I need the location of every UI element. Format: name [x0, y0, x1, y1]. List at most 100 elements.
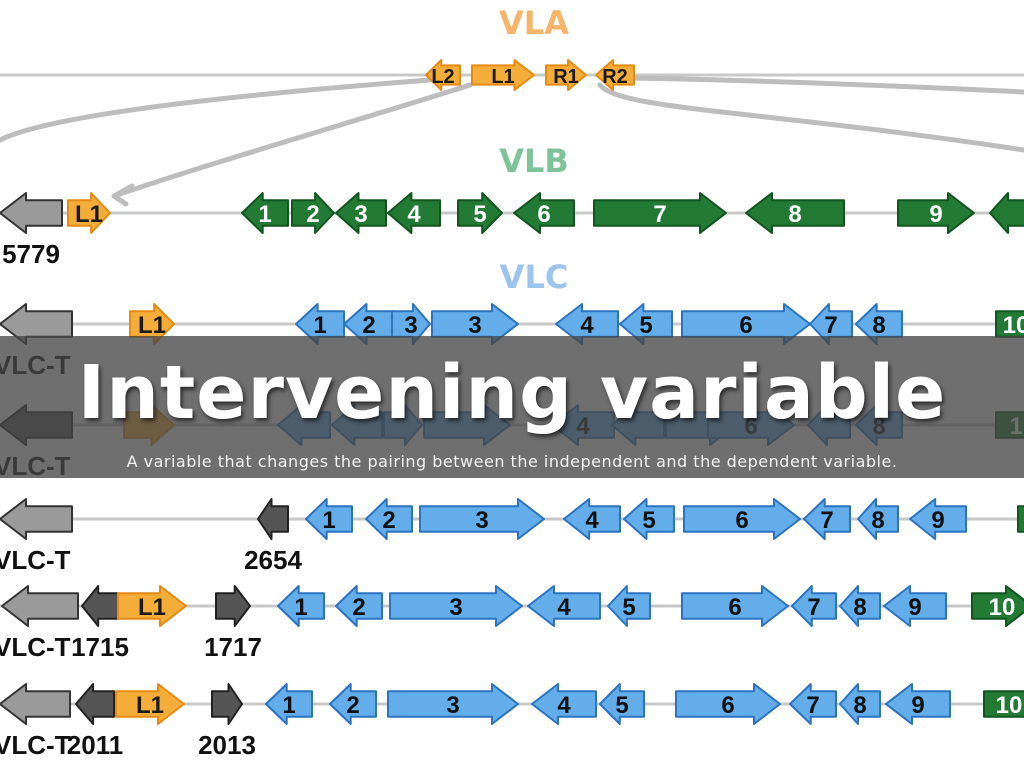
gene-arrow: [563, 498, 621, 540]
gene-arrow: [593, 192, 727, 234]
gene-label: 3: [354, 201, 367, 228]
gene-arrow: [471, 59, 535, 91]
gene-caption: 1715: [71, 632, 129, 662]
banner-title: Intervening variable: [77, 350, 947, 436]
gene-label: 9: [911, 692, 924, 719]
gene-label: 3: [449, 594, 462, 621]
gene-caption: 2013: [198, 730, 256, 760]
gene-arrow: [839, 585, 881, 627]
gene-label: 9: [929, 201, 942, 228]
gene-arrow: [277, 585, 325, 627]
gene-arrow: [971, 585, 1024, 627]
gene-label: 1: [258, 201, 271, 228]
gene-arrow: [909, 498, 967, 540]
gene-arrow: [425, 59, 461, 91]
gene-label: 1: [313, 312, 326, 339]
row-caption: VLC-T: [0, 730, 71, 760]
gene-label: 8: [853, 594, 866, 621]
gene-label: 4: [557, 594, 571, 621]
gene-arrow: [607, 585, 651, 627]
gene-arrow: [791, 585, 837, 627]
gene-label: 3: [404, 312, 417, 339]
gene-caption: 5779: [2, 239, 60, 269]
gene-arrow: [989, 192, 1024, 234]
gene-arrow: [215, 585, 251, 627]
gene-label: L1: [491, 66, 514, 88]
gene-label: L1: [138, 594, 166, 621]
gene-label: 10: [996, 692, 1023, 719]
title-banner: [0, 336, 1024, 478]
gene-label: 8: [872, 312, 885, 339]
gene-label: 1: [282, 692, 295, 719]
gene-arrow: [365, 498, 413, 540]
banner-subtitle: A variable that changes the pairing betw…: [126, 452, 898, 471]
row-caption: VLC-T: [0, 545, 71, 575]
gene-arrow: [0, 683, 71, 725]
gene-arrow: [387, 683, 519, 725]
gene-label: 5: [615, 692, 628, 719]
gene-arrow: [115, 683, 185, 725]
gene-label: 2: [306, 201, 319, 228]
gene-arrow: [883, 585, 947, 627]
gene-arrow: [803, 498, 851, 540]
gene-label: L2: [431, 66, 454, 88]
gene-label: 7: [820, 507, 833, 534]
gene-arrow: [291, 192, 335, 234]
gene-label: 5: [473, 201, 486, 228]
gene-arrow: [623, 498, 675, 540]
gene-arrow: [545, 59, 587, 91]
gene-label: 8: [788, 201, 801, 228]
gene-label: 7: [824, 312, 837, 339]
gene-arrow: [1017, 505, 1024, 533]
gene-arrow: [241, 192, 289, 234]
gene-label: L1: [136, 692, 164, 719]
gene-arrow: [897, 192, 975, 234]
gene-arrow: [683, 498, 801, 540]
section-label-vlc: VLC: [500, 258, 569, 296]
gene-label: 2: [352, 594, 365, 621]
gene-arrow: [335, 192, 387, 234]
gene-arrow: [257, 498, 289, 540]
gene-arrow: [983, 690, 1024, 718]
gene-label: 10: [989, 594, 1016, 621]
gene-label: L1: [138, 312, 166, 339]
gene-arrow: [0, 192, 63, 234]
gene-label: 5: [642, 507, 655, 534]
gene-caption: 2654: [244, 545, 302, 575]
section-label-vla: VLA: [499, 4, 569, 42]
gene-label: 2: [382, 507, 395, 534]
gene-arrow: [81, 585, 119, 627]
gene-label: 1: [294, 594, 307, 621]
gene-label: 9: [908, 594, 921, 621]
gene-label: 6: [537, 201, 550, 228]
gene-label: 8: [871, 507, 884, 534]
gene-caption: 1717: [204, 632, 262, 662]
gene-label: 2: [346, 692, 359, 719]
gene-arrow: [211, 683, 243, 725]
gene-arrow: [513, 192, 575, 234]
gene-arrow: [995, 310, 1024, 338]
gene-label: 7: [806, 692, 819, 719]
gene-label: 10: [1003, 312, 1024, 339]
gene-arrow: [789, 683, 837, 725]
gene-label: 4: [580, 312, 594, 339]
gene-label: R2: [602, 66, 628, 88]
gene-arrow: [67, 192, 111, 234]
gene-label: 4: [557, 692, 571, 719]
connector-curve: [597, 82, 1024, 153]
gene-arrow: [595, 59, 635, 91]
gene-label: 3: [475, 507, 488, 534]
gene-arrow: [0, 498, 73, 540]
gene-arrow: [265, 683, 313, 725]
connector-curve: [627, 75, 1024, 95]
gene-arrow: [675, 683, 781, 725]
gene-arrow: [305, 498, 353, 540]
gene-arrow: [681, 585, 789, 627]
gene-label: 6: [735, 507, 748, 534]
gene-label: 9: [931, 507, 944, 534]
section-label-vlb: VLB: [499, 142, 569, 180]
